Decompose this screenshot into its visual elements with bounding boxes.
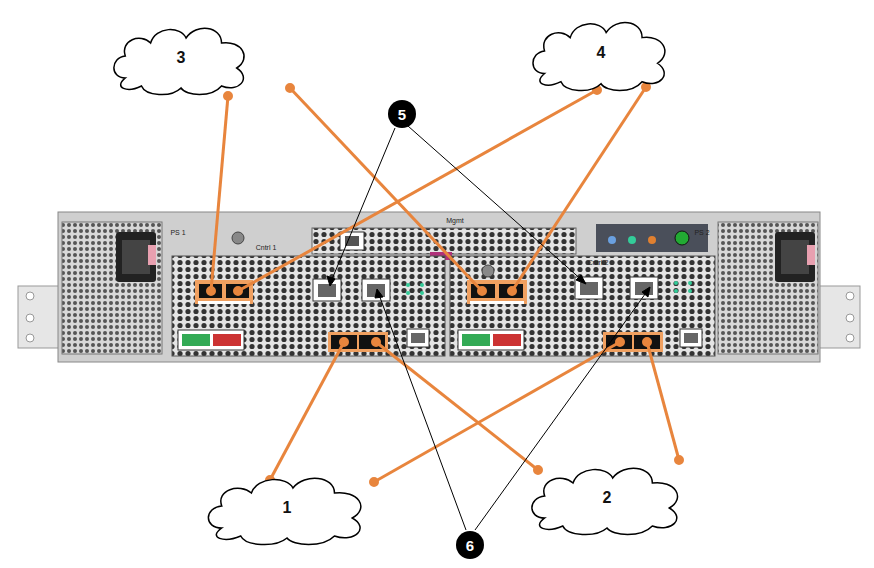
cloud-node: 2 <box>522 458 692 538</box>
cloud-number: 1 <box>283 499 292 517</box>
callout-number: 6 <box>456 531 484 559</box>
part-label: PS 2 <box>694 229 709 236</box>
part-label: Mgmt <box>446 217 464 224</box>
part-label: Cntrl 2 <box>588 259 609 266</box>
part-label: PS 1 <box>170 229 185 236</box>
cloud-node: 1 <box>198 468 376 548</box>
cloud-number: 3 <box>177 49 186 67</box>
part-label: Cntrl 1 <box>256 244 277 251</box>
cloud-number: 4 <box>597 44 606 62</box>
cloud-number: 2 <box>603 489 612 507</box>
cloud-node: 3 <box>105 18 257 98</box>
cloud-node: 4 <box>524 12 678 94</box>
callout-number: 5 <box>388 100 416 128</box>
